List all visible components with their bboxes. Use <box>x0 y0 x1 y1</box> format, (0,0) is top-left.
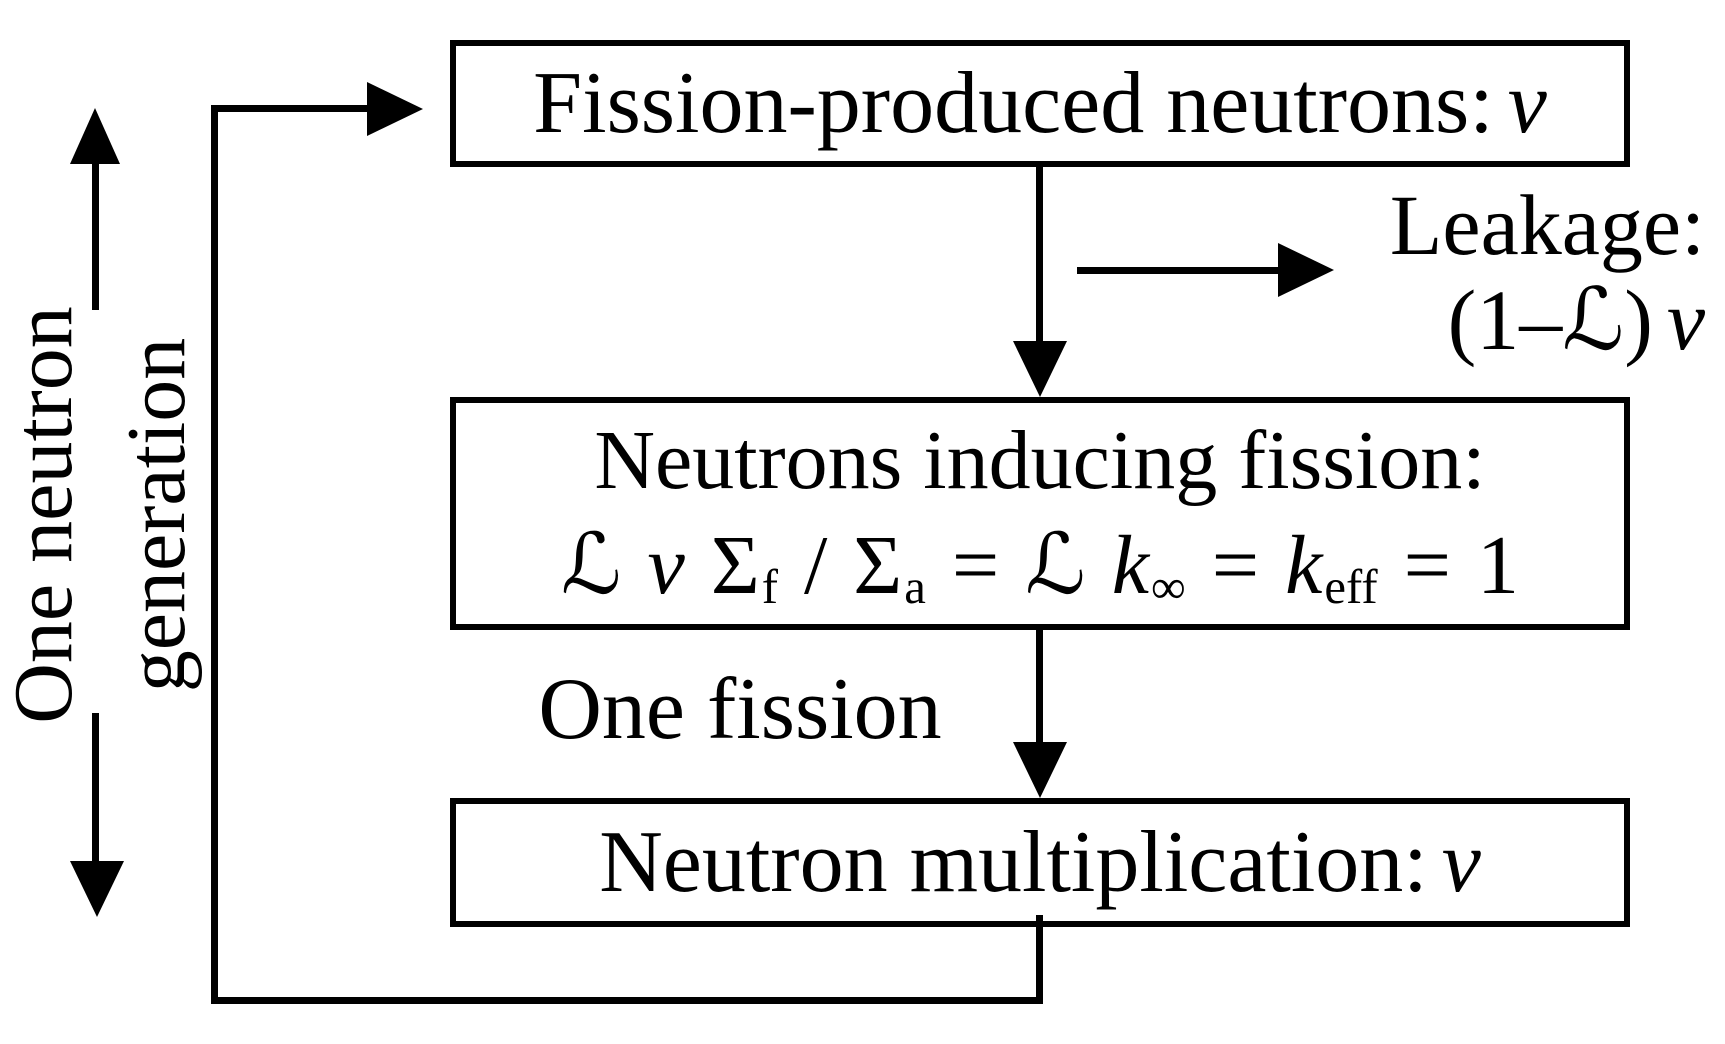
k-eff-symbol: k <box>1285 518 1323 612</box>
sub-f: f <box>761 560 778 615</box>
arrow-shaft <box>1036 624 1043 746</box>
sub-eff: eff <box>1324 560 1378 615</box>
box-neutron-multiplication-label: Neutron multiplication:v <box>599 809 1481 916</box>
sigma-f-symbol: Σ <box>710 518 760 612</box>
arrow-down-icon <box>1013 341 1067 397</box>
sigma-a-symbol: Σ <box>853 518 903 612</box>
arrow-shaft <box>1077 267 1279 274</box>
leakage-open-paren: (1– <box>1447 272 1563 368</box>
script-L-symbol: ℒ <box>1562 270 1625 370</box>
sub-a: a <box>904 560 926 615</box>
loop-segment-down <box>1036 915 1043 1004</box>
loop-segment-top <box>211 105 369 112</box>
leakage-close-paren: ) <box>1624 272 1653 368</box>
loop-segment-left <box>211 105 218 1004</box>
fission-produced-text: Fission-produced neutrons: <box>533 54 1494 152</box>
generation-label-line2: generation <box>110 337 203 693</box>
box-fission-produced-neutrons-label: Fission-produced neutrons:v <box>533 50 1547 157</box>
equals-sign: = <box>951 518 1000 612</box>
one-neutron-generation-label: One neutron generation <box>0 265 213 765</box>
inducing-fission-title: Neutrons inducing fission: <box>594 414 1486 508</box>
leakage-title: Leakage: <box>1389 177 1705 273</box>
box-fission-produced-neutrons: Fission-produced neutrons:v <box>450 40 1630 167</box>
sub-infinity: ∞ <box>1150 560 1186 615</box>
neutron-multiplication-text: Neutron multiplication: <box>599 813 1428 911</box>
equals-sign: = <box>1211 518 1260 612</box>
k-infinity-symbol: k <box>1111 518 1149 612</box>
equals-sign: = <box>1403 518 1451 612</box>
leakage-label: Leakage: (1–ℒ)v <box>1160 178 1705 368</box>
arrow-shaft-upper <box>92 160 99 310</box>
divide-slash: / <box>803 518 828 612</box>
nu-symbol: v <box>1507 54 1547 152</box>
script-L-symbol: ℒ <box>1025 514 1086 613</box>
arrow-right-icon <box>367 82 423 136</box>
nu-symbol: v <box>1666 272 1705 368</box>
leakage-formula: (1–ℒ)v <box>1160 273 1705 368</box>
arrow-down-icon <box>1013 742 1067 798</box>
arrow-up-icon <box>70 108 120 164</box>
loop-segment-bottom <box>211 997 1043 1004</box>
nu-symbol: v <box>1441 813 1481 911</box>
nu-symbol: v <box>647 518 685 612</box>
arrow-right-icon <box>1278 243 1334 297</box>
script-L-symbol: ℒ <box>561 514 622 613</box>
arrow-down-icon <box>70 861 124 917</box>
formula-result-one: 1 <box>1476 518 1519 612</box>
generation-label-line1: One neutron <box>0 306 90 724</box>
one-fission-label: One fission <box>538 661 942 758</box>
arrow-shaft <box>1036 167 1043 347</box>
arrow-shaft-lower <box>92 713 99 863</box>
box-neutron-multiplication: Neutron multiplication:v <box>450 798 1630 927</box>
